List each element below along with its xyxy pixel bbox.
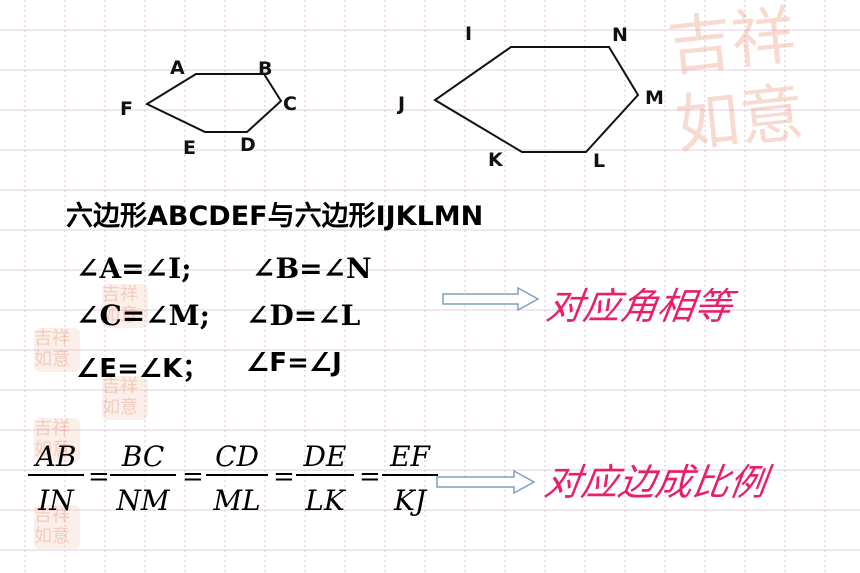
vertex-label-a: A [170,57,185,79]
ratio-denominator: NM [110,474,176,518]
ratio-fraction: CD ML [206,440,268,518]
vertex-label-b: B [258,58,273,80]
vertex-label-j: J [398,93,406,115]
ratio-fraction: DE LK [296,440,354,518]
angle-equality: ∠B=∠N [252,252,372,285]
arrow-to-angles [442,286,540,312]
vertex-label-k: K [488,149,503,171]
conclusion-angles: 对应角相等 [543,285,735,328]
ratio-numerator: AB [35,440,77,473]
equals-sign: = [359,462,381,492]
angle-equality: ∠D=∠L [246,299,361,332]
vertex-label-c: C [283,93,297,115]
page-title: 六边形ABCDEF与六边形IJKLMN [66,201,484,232]
angle-equality: ∠F=∠J [246,348,342,378]
vertex-label-l: L [593,150,606,172]
ratio-numerator: BC [121,440,165,473]
ratio-denominator: KJ [382,474,438,518]
ratio-denominator: IN [28,474,84,518]
equals-sign: = [88,462,110,492]
ratio-numerator: CD [215,440,259,473]
equals-sign: = [273,462,295,492]
arrow-to-sides [436,469,536,495]
decorative-seal-small: 吉祥如意 [34,505,80,549]
ratio-numerator: DE [303,440,347,473]
decorative-seal-small: 吉祥如意 [102,376,148,420]
vertex-label-m: M [645,87,664,109]
angle-equality: ∠A=∠I; [76,252,192,285]
vertex-label-d: D [240,134,256,156]
ratio-fraction: BC NM [110,440,176,518]
ratio-fraction: EF KJ [382,440,438,518]
conclusion-sides: 对应边成比例 [541,461,770,504]
hexagon-ijklmn [433,46,640,153]
hexagon-abcdef [144,73,283,133]
decorative-seal-small: 吉祥如意 [34,418,80,462]
vertex-label-e: E [183,137,196,159]
vertex-label-f: F [120,98,133,120]
ratio-numerator: EF [390,440,430,473]
equals-sign: = [182,462,204,492]
decorative-seal-small: 吉祥如意 [34,328,80,372]
angle-equality: ∠C=∠M; [76,299,210,332]
ratio-denominator: LK [296,474,354,518]
decorative-seal-small: 吉祥如意 [102,284,148,328]
vertex-label-i: I [465,23,473,45]
angle-equality: ∠E=∠K； [76,354,209,384]
ratio-fraction: AB IN [28,440,84,518]
vertex-label-n: N [612,24,628,46]
ratio-denominator: ML [206,474,268,518]
